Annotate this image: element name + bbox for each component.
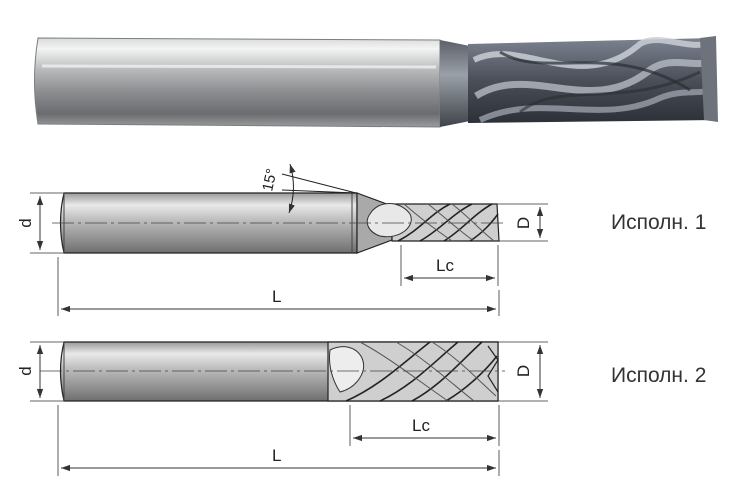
variant-1-label: Исполн. 1 — [611, 211, 707, 234]
end-mill-photo — [34, 36, 718, 128]
variant-2-label: Исполн. 2 — [611, 364, 707, 387]
total-length-label-1: L — [272, 287, 281, 306]
drawing-variant-2: d D Lc L — [16, 341, 548, 476]
angle-label: 15° — [259, 167, 280, 193]
drawing-variant-1: 15° d D Lc L — [16, 163, 548, 316]
shank-diameter-label-2: d — [16, 366, 35, 375]
cutting-length-label-1: Lc — [436, 256, 454, 275]
cutting-diameter-label-1: D — [514, 217, 533, 229]
shank-diameter-label-1: d — [16, 218, 35, 227]
cutting-diameter-label-2: D — [514, 365, 533, 377]
total-length-label-2: L — [272, 446, 281, 465]
cutting-length-label-2: Lc — [412, 416, 430, 435]
